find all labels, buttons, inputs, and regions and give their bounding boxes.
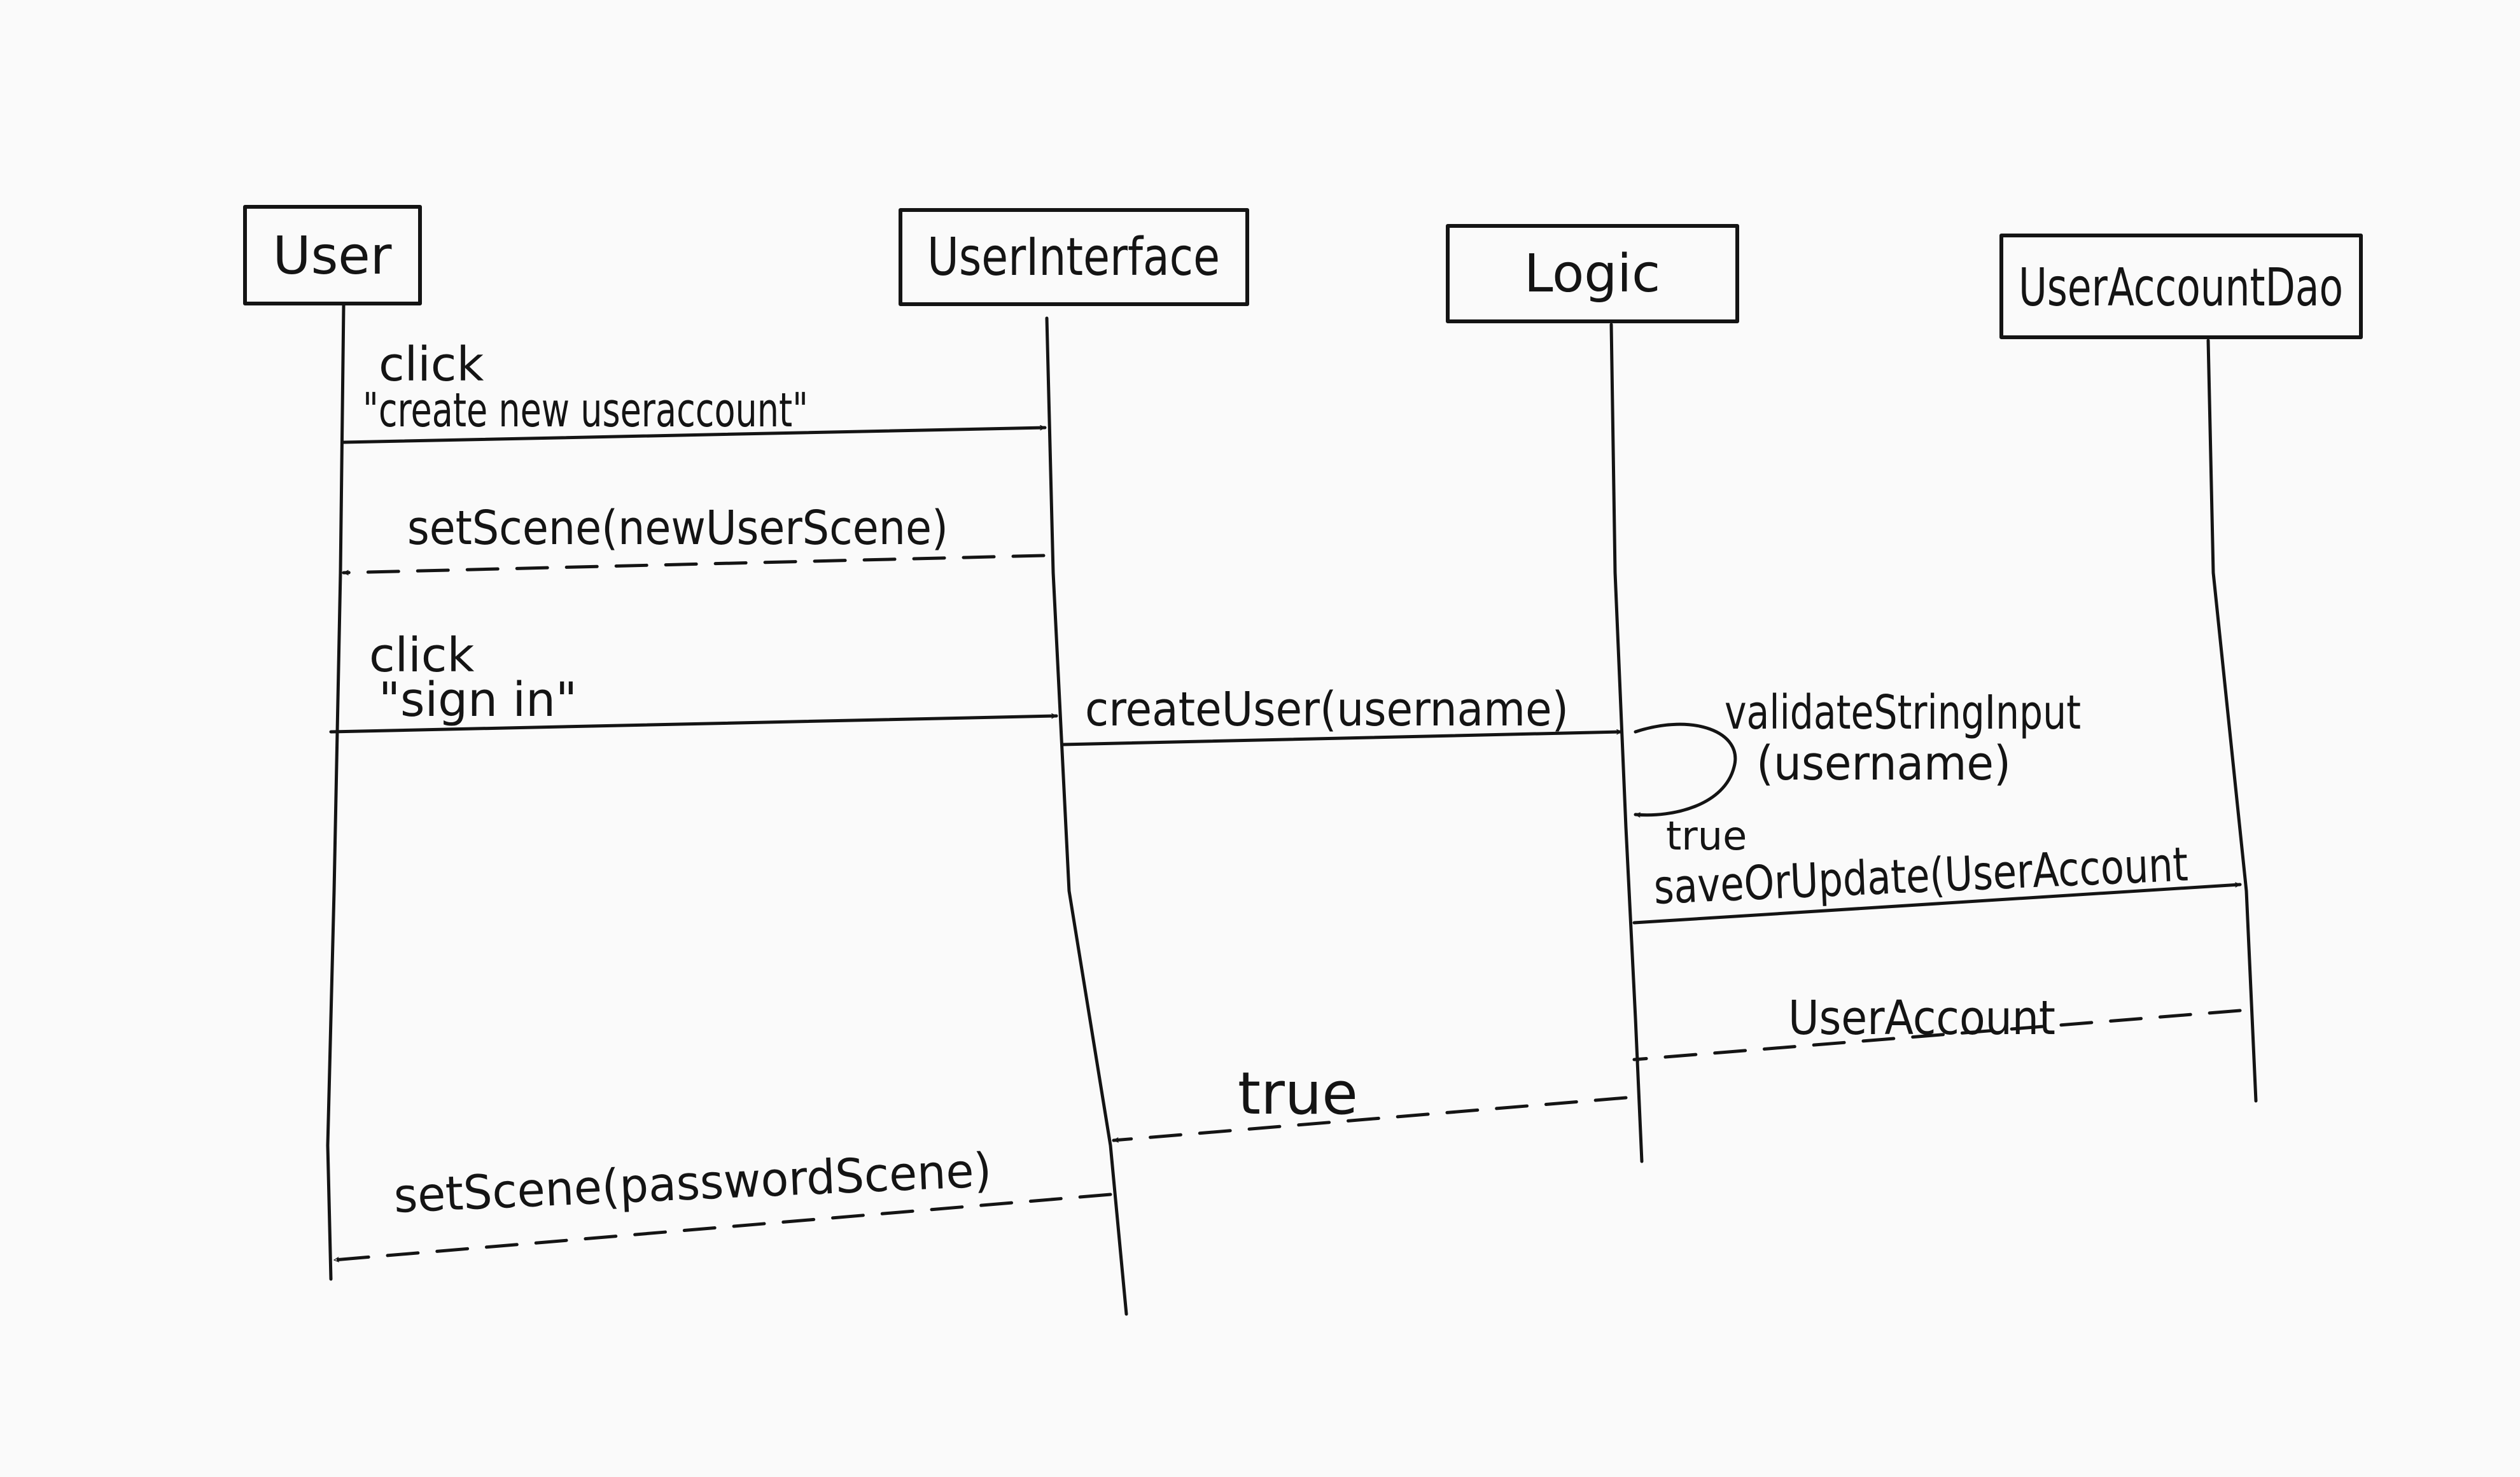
message-label-click-1: click [379,337,484,392]
message-arrow-useraccount-return [1632,1009,2242,1060]
message-arrow-save-or-update [1632,885,2242,925]
message-label-click-2: click [369,628,474,683]
lifeline-user [326,304,346,1281]
lifeline-logic [1609,323,1644,1163]
message-label-validate-username: (username) [1756,736,2011,791]
participant-user-label: User [273,226,392,286]
participant-userinterface-label: UserInterface [927,227,1220,288]
participant-userinterface: UserInterface [899,208,1249,306]
participant-user: User [243,205,422,305]
message-arrow-set-scene-new-user [342,554,1046,573]
message-label-create-user: createUser(username) [1085,682,1569,737]
message-label-validate-true: true [1666,813,1747,859]
message-arrow-validate-self-call [1634,722,1737,815]
lifeline-useraccountdao [2206,339,2258,1103]
participant-useraccountdao-label: UserAccountDao [2019,258,2343,318]
message-label-useraccount: UserAccount [1788,991,2055,1046]
participant-logic-box [1446,224,1739,323]
message-label-validate-string-input: validateStringInput [1725,685,2081,740]
message-arrow-sign-in-click [329,716,1058,734]
message-arrow-set-scene-password [332,1193,1112,1260]
participant-logic-label: Logic [1524,244,1660,304]
participant-useraccountdao-box [1999,234,2363,339]
participant-user-box [243,205,422,305]
message-arrow-create-user [1061,732,1623,746]
message-arrow-create-account-click [342,428,1047,444]
message-label-true: true [1238,1060,1358,1128]
participant-useraccountdao: UserAccountDao [1999,234,2363,339]
message-label-sign-in: "sign in" [379,673,577,727]
participant-userinterface-box [899,208,1249,306]
message-arrow-true-return [1112,1096,1628,1140]
message-label-set-scene-new-user: setScene(newUserScene) [407,501,948,556]
message-label-create-new-useraccount: "create new useraccount" [363,383,808,438]
lifeline-userinterface [1045,316,1128,1316]
participant-logic: Logic [1446,224,1739,323]
